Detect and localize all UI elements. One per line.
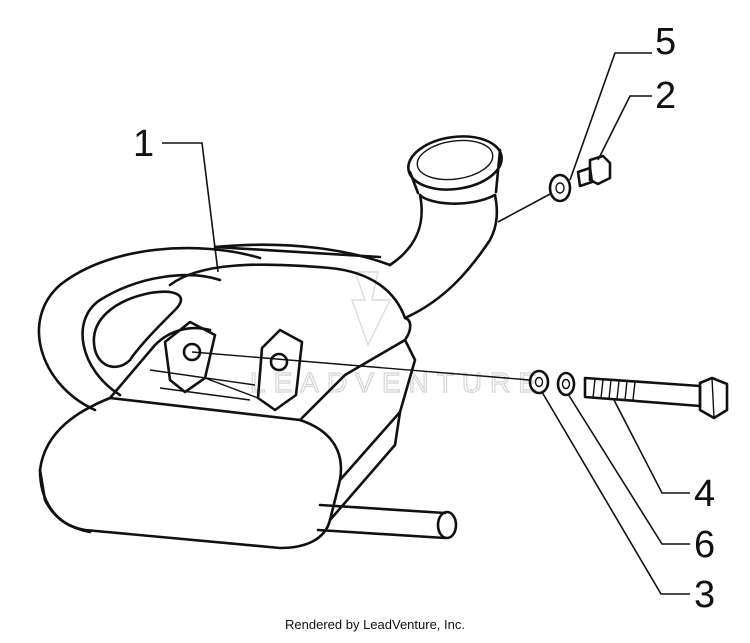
drain-plug: [576, 154, 612, 188]
bolt: [583, 376, 729, 420]
footer-credit: Rendered by LeadVenture, Inc.: [285, 617, 465, 632]
leader-lines: [162, 52, 690, 595]
callout-6: 6: [694, 524, 715, 566]
callout-2: 2: [655, 75, 676, 117]
lock-washer: [556, 371, 576, 397]
callout-1: 1: [133, 123, 154, 165]
watermark-logo-icon: [351, 271, 392, 347]
callout-5: 5: [655, 21, 676, 63]
flat-washer: [528, 369, 550, 395]
callout-3: 3: [694, 574, 715, 616]
watermark-text: LEADVENTURE: [250, 367, 545, 398]
watermark: LEADVENTURE: [249, 271, 545, 399]
callout-4: 4: [694, 473, 715, 515]
muffler: [37, 135, 503, 550]
gasket-washer: [548, 173, 572, 203]
